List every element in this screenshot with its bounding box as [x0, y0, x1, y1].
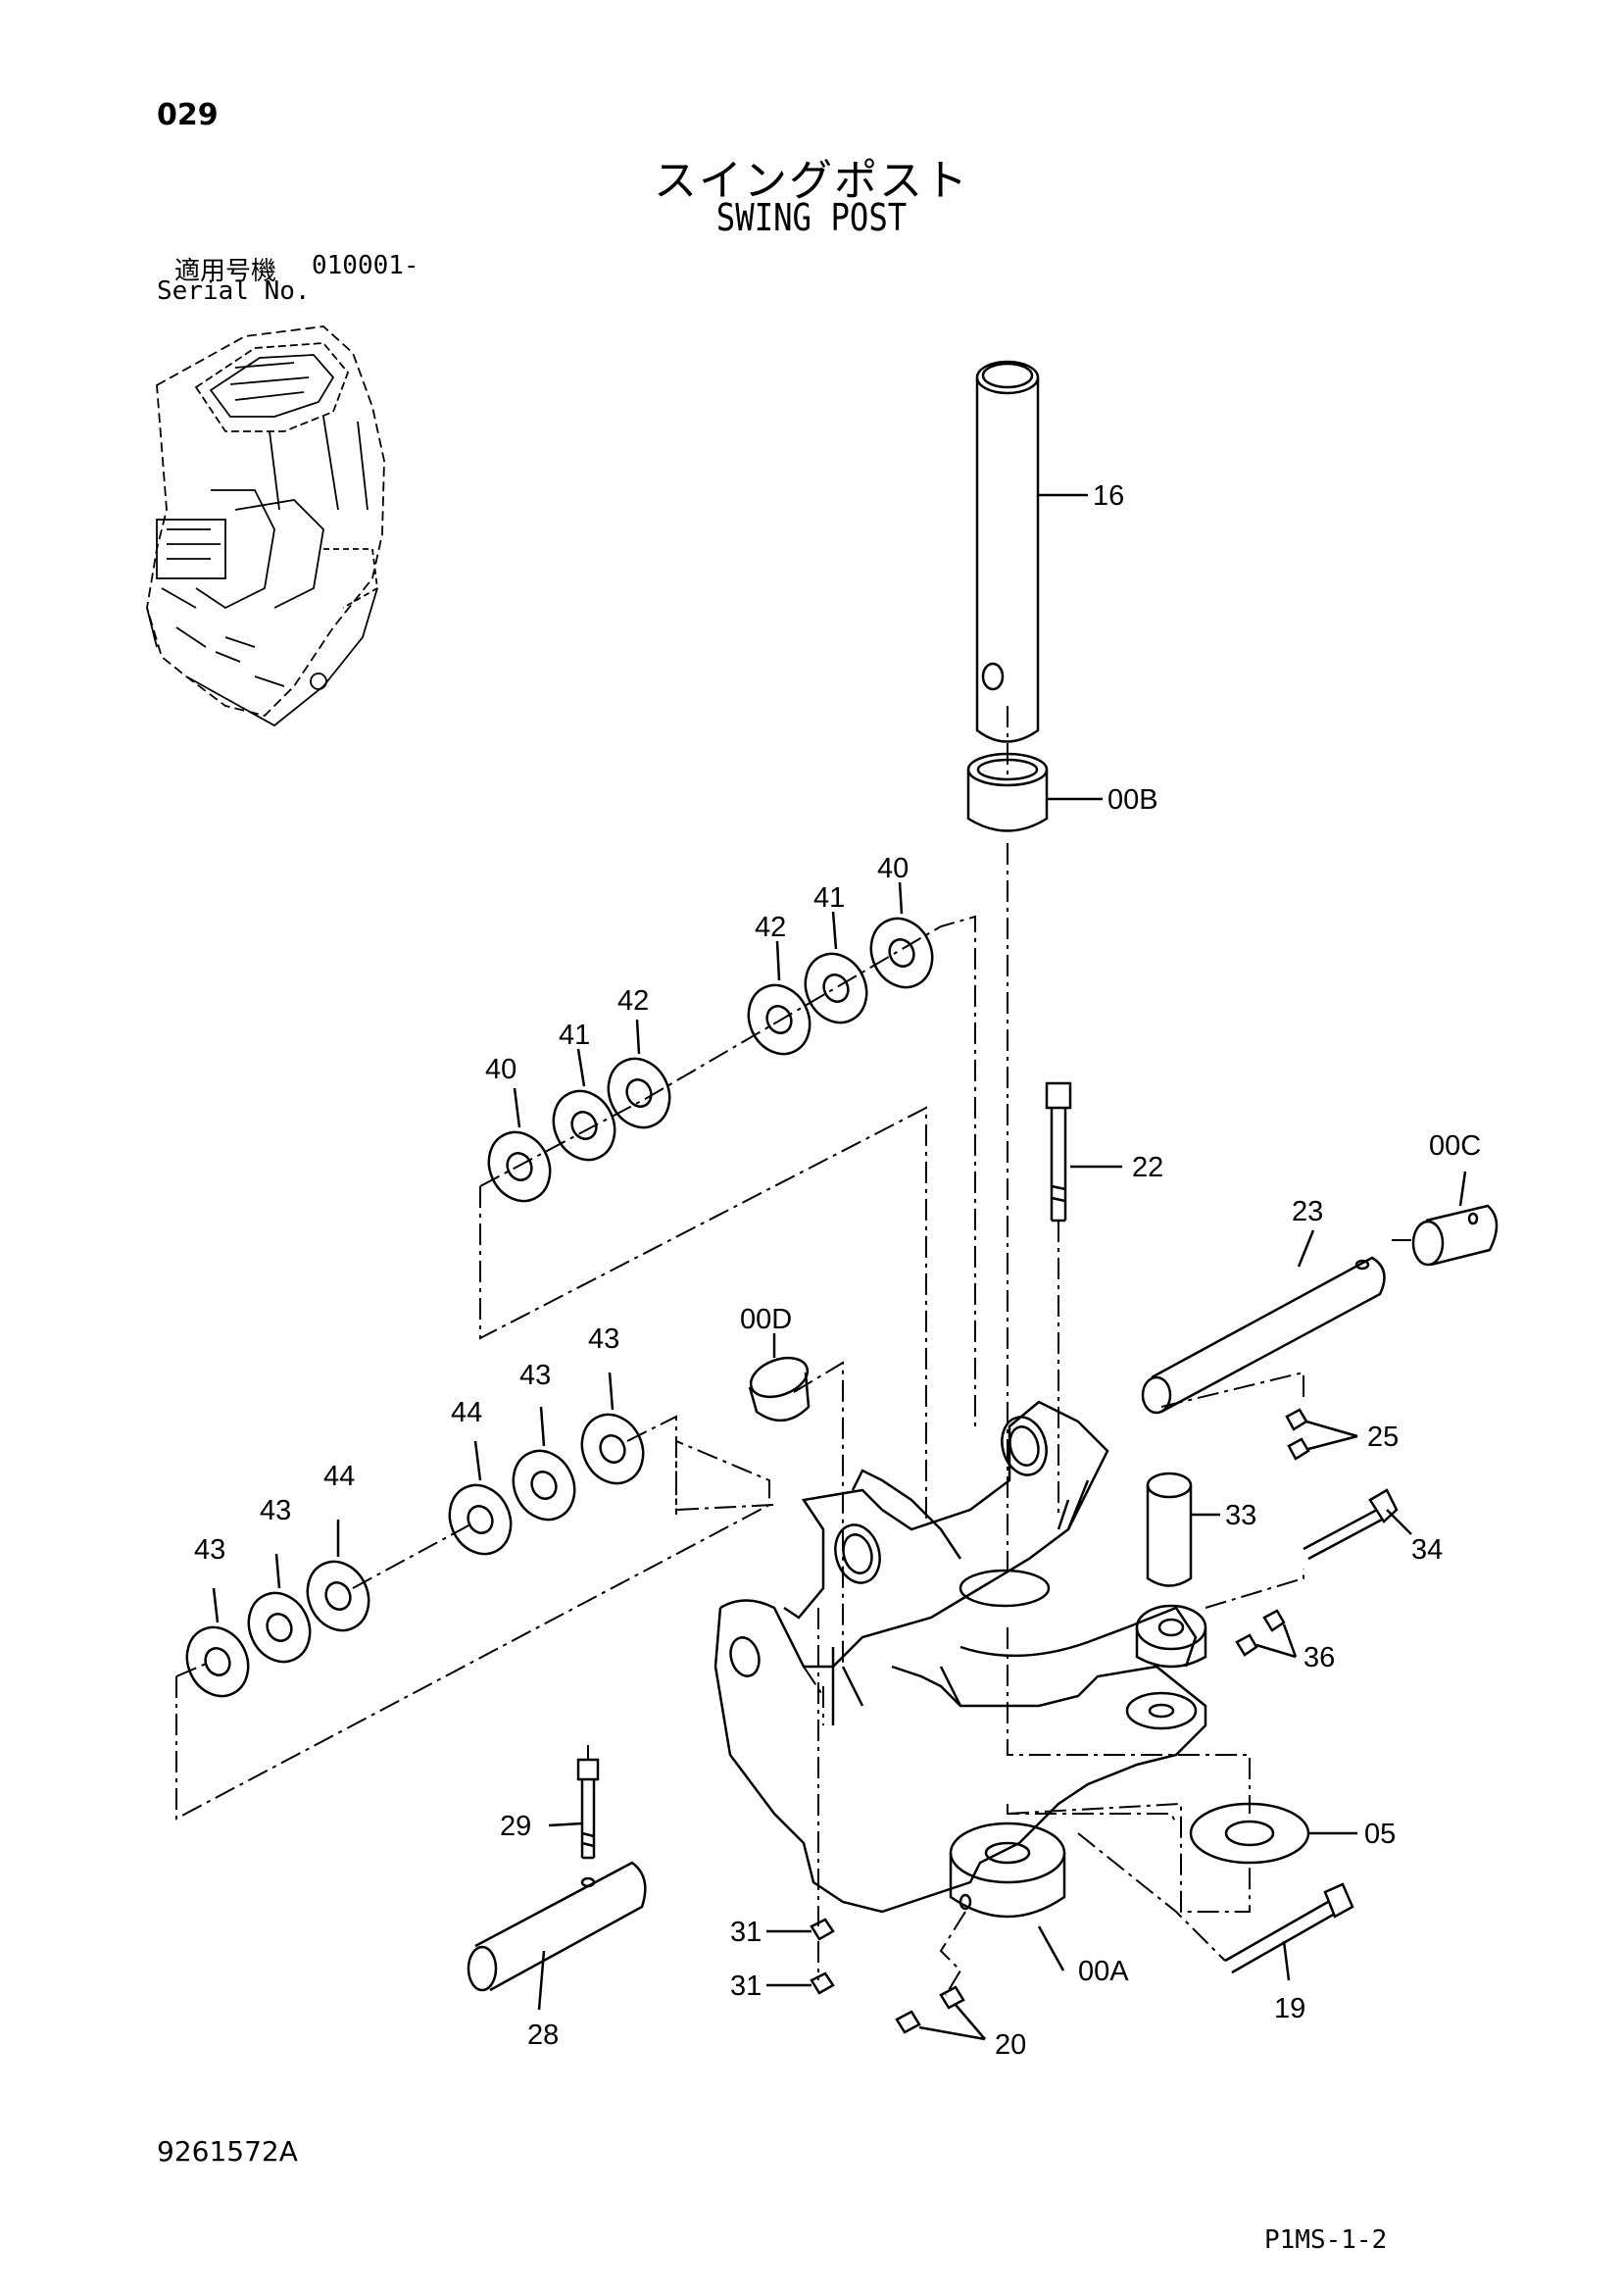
- nuts-25: [1285, 1408, 1358, 1461]
- label-41-left: 41: [559, 1020, 590, 1051]
- label-00C: 00C: [1429, 1130, 1481, 1162]
- page-number: 029: [157, 98, 219, 132]
- label-23: 23: [1292, 1196, 1323, 1227]
- label-25: 25: [1367, 1422, 1399, 1453]
- label-44-right: 44: [451, 1397, 482, 1428]
- nuts-31: [766, 1918, 835, 1995]
- page-reference: P1MS-1-2: [1264, 2225, 1388, 2255]
- document-number: 9261572A: [157, 2135, 298, 2168]
- label-00A: 00A: [1078, 1956, 1129, 1987]
- pin-23: [1141, 1229, 1386, 1415]
- label-19: 19: [1274, 1993, 1305, 2024]
- title-english: SWING POST: [715, 196, 908, 239]
- label-40-left: 40: [485, 1054, 516, 1085]
- label-43-far-left: 43: [194, 1534, 225, 1566]
- pin-33: [1146, 1472, 1220, 1587]
- label-29: 29: [500, 1811, 531, 1842]
- label-16: 16: [1093, 480, 1124, 512]
- serial-value: 010001-: [312, 251, 419, 280]
- pin-28: [467, 1861, 647, 2011]
- bolt-34: [1303, 1488, 1412, 1561]
- label-43-left: 43: [260, 1495, 291, 1526]
- bushing-00B: [966, 752, 1103, 832]
- label-36: 36: [1303, 1642, 1335, 1673]
- washer-05: [1189, 1802, 1357, 1865]
- label-43-mid: 43: [519, 1360, 551, 1391]
- bushing-00C: [1411, 1171, 1499, 1267]
- title-japanese: スイングポスト: [654, 156, 969, 206]
- center-lines: [175, 706, 1411, 1996]
- nuts-36: [1235, 1609, 1298, 1659]
- label-43-top: 43: [588, 1323, 619, 1355]
- label-33: 33: [1225, 1500, 1256, 1531]
- boss-33-area: [1125, 1604, 1207, 1730]
- label-22: 22: [1132, 1152, 1163, 1183]
- bolt-29: [548, 1758, 600, 1860]
- label-41-right: 41: [813, 882, 845, 914]
- label-00B: 00B: [1107, 784, 1158, 816]
- part-labels: 16 00B 40 41 42 42 41 40 22 00C 23 00D 4…: [194, 480, 1481, 2061]
- label-00D: 00D: [740, 1304, 792, 1335]
- label-20: 20: [995, 2029, 1026, 2061]
- label-40-right: 40: [877, 853, 909, 884]
- washer-group-lower: [185, 1372, 645, 1698]
- bushing-00A: [949, 1822, 1066, 1972]
- swing-post-body: [713, 1400, 1207, 1914]
- bolt-22: [1045, 1081, 1122, 1223]
- serial-label-english: Serial No.: [157, 276, 311, 306]
- bushing-00D: [748, 1333, 811, 1423]
- label-44-left: 44: [323, 1461, 355, 1492]
- label-31-lower: 31: [730, 1971, 762, 2002]
- label-42-left: 42: [617, 985, 649, 1017]
- washer-group-upper: [487, 881, 934, 1203]
- label-28: 28: [527, 2020, 559, 2051]
- label-31-upper: 31: [730, 1917, 762, 1948]
- bolt-19: [1224, 1882, 1354, 1981]
- pin-16: [975, 360, 1088, 743]
- label-34: 34: [1411, 1534, 1443, 1566]
- nuts-20: [895, 1985, 986, 2041]
- machine-location-thumbnail: [146, 325, 385, 727]
- serial-label-japanese: 適用号機: [174, 257, 277, 286]
- label-05: 05: [1364, 1819, 1396, 1850]
- label-42-right: 42: [755, 912, 786, 943]
